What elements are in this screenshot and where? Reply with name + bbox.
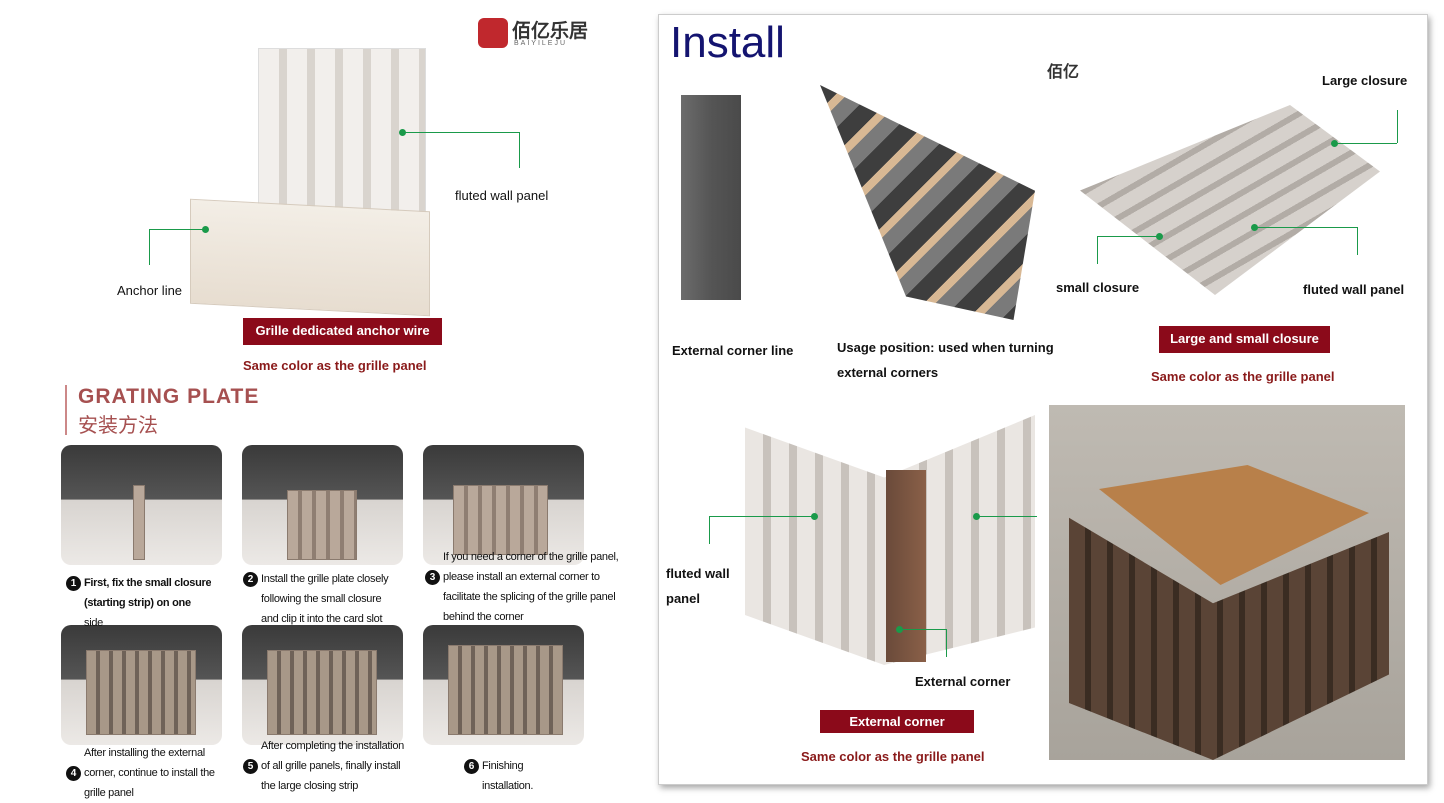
fluted-panel-image: [258, 48, 426, 233]
guide-dot: [973, 513, 980, 520]
step-number: 6: [464, 759, 479, 774]
guide-dot: [811, 513, 818, 520]
step-1-photo: [61, 445, 222, 565]
guide-line: [1255, 227, 1357, 228]
caption-line: side: [84, 617, 103, 629]
planter-box-photo: [1049, 405, 1405, 760]
small-logo: 佰亿: [1047, 64, 1080, 81]
caption-line: please install an external corner to: [443, 571, 600, 583]
step-number: 4: [66, 766, 81, 781]
guide-dot: [1331, 140, 1338, 147]
step-3-caption: If you need a corner of the grille panel…: [425, 547, 619, 627]
guide-line: [977, 516, 1037, 517]
guide-dot: [399, 129, 406, 136]
caption-line: Finishing: [482, 760, 524, 772]
guide-line: [149, 229, 205, 230]
label-external-corner: External corner: [915, 674, 1011, 689]
caption-line: the large closing strip: [261, 780, 359, 792]
label-fluted-wall-panel: fluted wall panel: [455, 188, 549, 203]
anchor-line-image: [190, 198, 430, 317]
install-title: Install: [670, 18, 785, 67]
logo-text: 佰亿乐居: [512, 21, 589, 42]
logo-mark: [478, 18, 508, 48]
guide-line: [709, 516, 710, 544]
caption-line: If you need a corner of the grille panel…: [443, 551, 619, 563]
guide-line: [1397, 110, 1398, 143]
step-number: 1: [66, 576, 81, 591]
label-large-closure: Large closure: [1322, 73, 1408, 88]
logo-subtext: BAIYILEJU: [514, 40, 568, 47]
same-color-note: Same color as the grille panel: [243, 358, 427, 373]
guide-line: [1357, 227, 1358, 255]
tag-external-corner: External corner: [820, 710, 974, 733]
external-corner-piece: [886, 470, 926, 662]
same-color-note: Same color as the grille panel: [1151, 369, 1335, 384]
label-fluted-wall-panel: fluted wall panel: [1303, 282, 1405, 297]
caption-line: After installing the external: [84, 747, 205, 759]
guide-line: [149, 229, 150, 265]
step-3-photo: [423, 445, 584, 565]
caption-line: Install the grille plate closely: [261, 573, 389, 585]
step-6-photo: [423, 625, 584, 745]
caption-line: and clip it into the card slot: [261, 613, 383, 625]
same-color-note: Same color as the grille panel: [801, 749, 985, 764]
label-panel: panel: [666, 591, 700, 606]
label-anchor-line: Anchor line: [117, 283, 183, 298]
caption-line: (starting strip) on one: [84, 597, 191, 609]
guide-dot: [896, 626, 903, 633]
caption-line: of all grille panels, finally install: [261, 760, 401, 772]
logo: 佰亿乐居 BAIYILEJU: [478, 16, 593, 50]
guide-line: [1335, 143, 1397, 144]
step-number: 3: [425, 570, 440, 585]
guide-line: [1097, 236, 1098, 264]
step-number: 5: [243, 759, 258, 774]
heading-divider: [65, 385, 67, 435]
heading-grating-plate: GRATING PLATE: [78, 385, 260, 408]
caption-line: following the small closure: [261, 593, 382, 605]
guide-line: [1097, 236, 1159, 237]
step-5-photo: [242, 625, 403, 745]
guide-line: [946, 629, 947, 657]
guide-dot: [1251, 224, 1258, 231]
caption-line: facilitate the splicing of the grille pa…: [443, 591, 616, 603]
tag-large-small-closure: Large and small closure: [1159, 326, 1330, 353]
caption-line: installation.: [482, 780, 534, 792]
guide-line: [403, 132, 520, 133]
caption-line: After completing the installation: [261, 740, 404, 752]
step-4-photo: [61, 625, 222, 745]
label-external-corners: external corners: [837, 365, 939, 380]
guide-line: [709, 516, 813, 517]
heading-install-method: 安装方法: [78, 415, 158, 437]
guide-dot: [202, 226, 209, 233]
caption-line: First, fix the small closure: [84, 577, 212, 589]
caption-line: corner, continue to install the: [84, 767, 215, 779]
caption-line: behind the corner: [443, 611, 524, 623]
external-corner-line-image: [681, 95, 741, 300]
guide-line: [900, 629, 946, 630]
step-number: 2: [243, 572, 258, 587]
label-fluted-wall: fluted wall: [666, 566, 730, 581]
label-usage-position: Usage position: used when turning: [837, 340, 1054, 355]
tag-anchor-wire: Grille dedicated anchor wire: [243, 318, 442, 345]
label-external-corner-line: External corner line: [672, 343, 794, 358]
guide-line: [519, 132, 520, 168]
label-small-closure: small closure: [1056, 280, 1140, 295]
guide-dot: [1156, 233, 1163, 240]
caption-line: grille panel: [84, 787, 134, 799]
step-2-photo: [242, 445, 403, 565]
